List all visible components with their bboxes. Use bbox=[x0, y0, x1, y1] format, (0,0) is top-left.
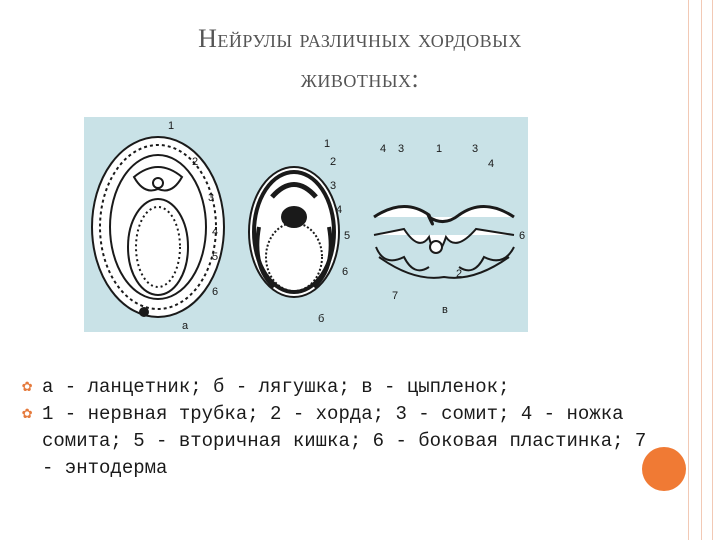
svg-text:а: а bbox=[182, 320, 189, 332]
panel-v-chick-drawing bbox=[374, 206, 514, 277]
svg-text:4: 4 bbox=[212, 226, 218, 238]
bullet-text: 1 - нервная трубка; 2 - хорда; 3 - сомит… bbox=[42, 403, 646, 479]
bullet-text: а - ланцетник; б - лягушка; в - цыпленок… bbox=[42, 376, 509, 398]
svg-text:1: 1 bbox=[324, 138, 330, 150]
bullet-item: ✿ 1 - нервная трубка; 2 - хорда; 3 - сом… bbox=[22, 401, 662, 482]
svg-text:в: в bbox=[442, 304, 448, 316]
bullet-item: ✿ а - ланцетник; б - лягушка; в - цыплен… bbox=[22, 374, 662, 401]
svg-text:4: 4 bbox=[380, 143, 386, 155]
slide-title-line-2: животных: bbox=[0, 64, 720, 94]
svg-text:6: 6 bbox=[519, 230, 525, 242]
svg-text:6: 6 bbox=[212, 286, 218, 298]
svg-text:7: 7 bbox=[392, 290, 398, 302]
flower-bullet-icon: ✿ bbox=[22, 401, 38, 428]
svg-text:3: 3 bbox=[472, 143, 478, 155]
svg-text:5: 5 bbox=[212, 251, 218, 263]
decorative-orange-circle bbox=[642, 447, 686, 491]
legend-bullets: ✿ а - ланцетник; б - лягушка; в - цыплен… bbox=[22, 374, 662, 482]
svg-text:5: 5 bbox=[344, 230, 350, 242]
svg-text:3: 3 bbox=[208, 192, 214, 204]
svg-text:2: 2 bbox=[330, 156, 336, 168]
svg-text:6: 6 bbox=[342, 266, 348, 278]
svg-text:2: 2 bbox=[456, 268, 462, 280]
svg-text:4: 4 bbox=[336, 204, 342, 216]
flower-bullet-icon: ✿ bbox=[22, 374, 38, 401]
svg-text:1: 1 bbox=[436, 143, 442, 155]
panel-a-lancelet-drawing bbox=[92, 137, 224, 317]
slide-title-line-1: Нейрулы различных хордовых bbox=[0, 24, 720, 54]
svg-text:4: 4 bbox=[488, 158, 494, 170]
svg-text:б: б bbox=[318, 313, 324, 325]
svg-text:3: 3 bbox=[398, 143, 404, 155]
panel-b-frog-drawing bbox=[249, 167, 339, 297]
svg-text:1: 1 bbox=[168, 120, 174, 132]
svg-text:2: 2 bbox=[192, 156, 198, 168]
svg-text:3: 3 bbox=[330, 180, 336, 192]
